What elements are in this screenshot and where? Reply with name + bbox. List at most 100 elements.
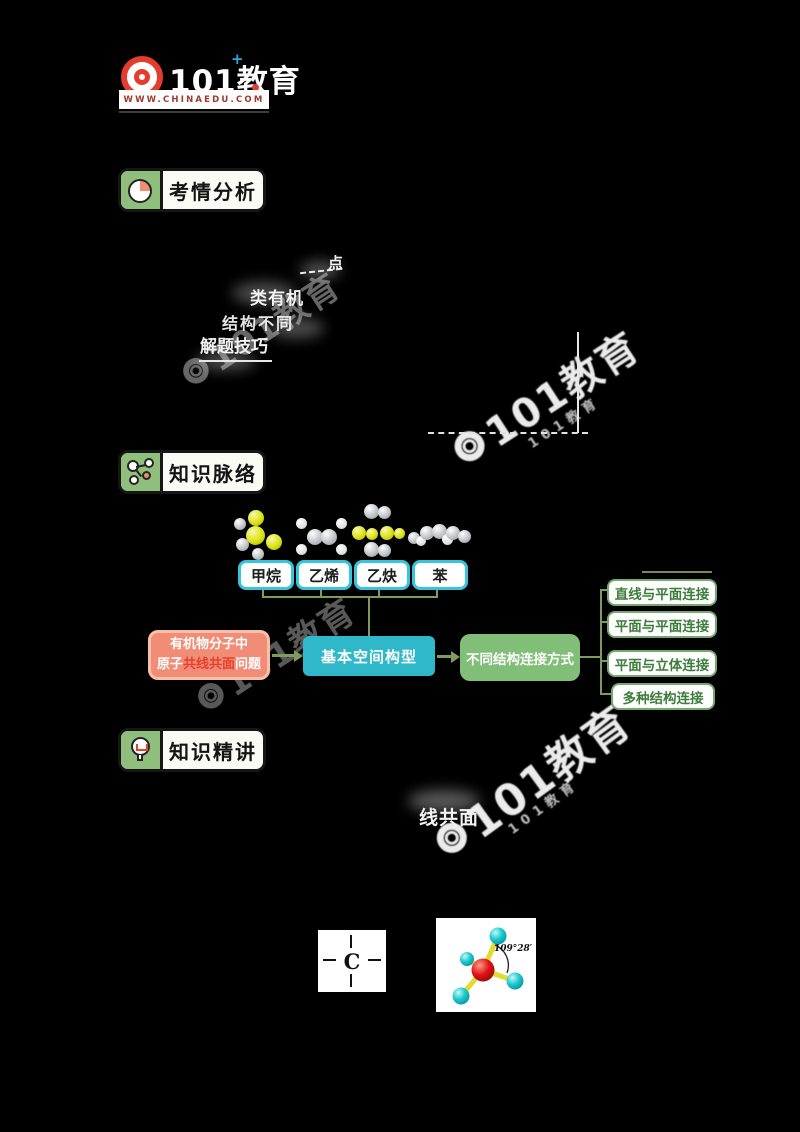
arrowhead-icon (294, 650, 303, 662)
atom-ball (416, 536, 426, 546)
arrow-line (272, 654, 296, 657)
atom-ball (307, 529, 323, 545)
atom-ball (236, 538, 249, 551)
bond-line (350, 974, 352, 987)
text-smudge (408, 790, 480, 812)
connector-line (580, 656, 600, 658)
flow-root-pre: 原子 (156, 657, 183, 672)
brand-url-text: WWW.CHINAEDU.COM (123, 94, 265, 105)
section-title: 知识精讲 (169, 739, 257, 764)
logo-divider (119, 111, 269, 113)
connector-line (642, 571, 712, 573)
molecule-label-benzene: 苯 (412, 560, 468, 590)
text-fragment: 结构不同 (222, 314, 295, 333)
watermark-text: 101教育 (457, 696, 641, 850)
connector-line (262, 596, 438, 598)
connector-line (436, 587, 438, 597)
bond-line (323, 959, 336, 961)
flow-box-root: 有机物分子中 原子共线共面问题 (148, 630, 270, 680)
atom-ball (266, 534, 282, 550)
connector-line (600, 621, 607, 623)
leaf-plane-solid: 平面与立体连接 (607, 650, 717, 677)
atom-ball (442, 534, 453, 545)
section-header-knowledge-explanation: 知识精讲 (118, 728, 266, 772)
connector-line (262, 587, 264, 597)
table-border-fragment (577, 332, 579, 433)
connector-line (320, 587, 322, 597)
section-icon-cell (121, 731, 163, 769)
connector-line (600, 589, 602, 695)
node (129, 475, 139, 485)
text-fragment: 点 (328, 254, 344, 272)
angle-arc (494, 944, 510, 974)
atom-ball (394, 528, 405, 539)
bulb-base (137, 755, 143, 761)
atom-ball (366, 528, 378, 540)
connector-line (600, 693, 611, 695)
carbon-structure-card: C (318, 930, 386, 992)
connector-line (368, 596, 370, 636)
acetylene-model (352, 504, 410, 560)
connector-line (600, 660, 607, 662)
watermark-logo-icon (193, 678, 229, 714)
molecule-label-methane: 甲烷 (238, 560, 294, 590)
atom-ball (420, 526, 434, 540)
atom-ball (378, 544, 391, 557)
atom-ball (364, 504, 379, 519)
text-fragment: 解题技巧 (199, 332, 272, 362)
watermark: 101教育 101教育 (441, 315, 649, 478)
atom-ball (364, 542, 379, 557)
atom-ball (296, 518, 307, 529)
hydrogen-atom (452, 987, 470, 1005)
filament (136, 744, 148, 751)
text-smudge (300, 262, 340, 278)
atom-ball (248, 510, 264, 526)
hydrogen-atom (489, 927, 507, 945)
section-title: 知识脉络 (169, 461, 257, 486)
dashed-line-fragment (428, 432, 588, 434)
flow-box-spatial-structure: 基本空间构型 (303, 636, 435, 676)
flow-box-connection-types: 不同结构连接方式 (460, 634, 580, 681)
text-fragment: 类有机 (250, 289, 304, 309)
lightbulb-icon (131, 737, 150, 761)
flow-root-highlight: 共线共面 (182, 657, 235, 672)
atom-ball (246, 526, 265, 545)
carbon-atom (471, 958, 495, 982)
methane-model (232, 508, 292, 560)
node (144, 458, 154, 468)
atom-ball (234, 518, 246, 530)
plus-icon: + (231, 50, 244, 68)
molecule-label-ethylene: 乙烯 (296, 560, 352, 590)
methane-3d-card: 109°28′ (436, 918, 536, 1012)
hydrogen-atom (460, 952, 474, 966)
text-smudge (232, 282, 296, 304)
atom-ball (458, 530, 471, 543)
bond-line (368, 959, 381, 961)
text-smudge (268, 318, 324, 338)
section-header-exam-analysis: 考情分析 (118, 168, 266, 212)
flow-root-line1: 有机物分子中 (169, 636, 248, 652)
section-icon-cell (121, 171, 163, 209)
leaf-multi-structure: 多种结构连接 (611, 683, 715, 710)
node (142, 471, 151, 480)
flow-root-post: 问题 (235, 657, 262, 672)
atom-ball (378, 506, 391, 519)
atom-ball (446, 526, 460, 540)
edge (135, 463, 147, 469)
molecule-label-acetylene: 乙炔 (354, 560, 410, 590)
connector-line (600, 589, 607, 591)
brand-logo-icon-core (134, 69, 150, 85)
bond-line (350, 935, 352, 948)
atom-ball (252, 548, 264, 560)
atom-ball (296, 544, 307, 555)
brand-dot-icon (252, 84, 259, 91)
text-fragment: 线共面 (419, 807, 480, 829)
connector-line (378, 587, 380, 597)
bond-angle-label: 109°28′ (494, 944, 533, 954)
methane-3d-model: 109°28′ (452, 927, 533, 1005)
arrow-line (437, 655, 453, 658)
carbon-symbol: C (343, 948, 361, 974)
hydrogen-atom (506, 972, 524, 990)
atom-ball (336, 544, 347, 555)
